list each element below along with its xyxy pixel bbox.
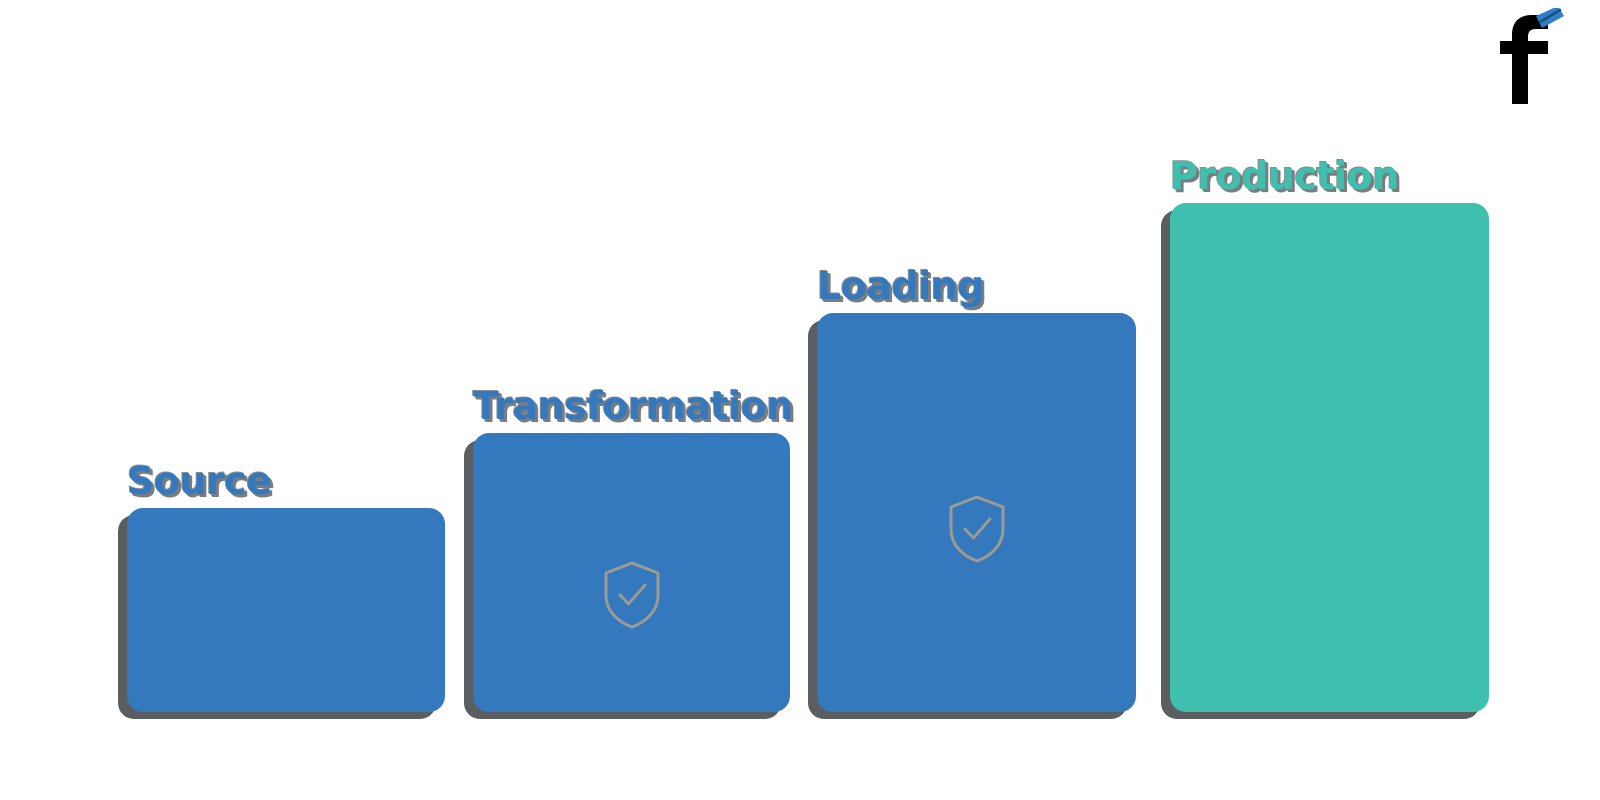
stage-bar-source[interactable]: [127, 508, 445, 712]
pipeline-stage-production[interactable]: Production: [1170, 156, 1489, 712]
stage-bar-production[interactable]: [1170, 203, 1489, 712]
stage-label-transformation: Transformation: [473, 384, 793, 429]
pipeline-stage-transformation[interactable]: Transformation: [473, 386, 793, 712]
f-quill-glyph-icon: [1478, 8, 1568, 108]
pipeline-stage-loading[interactable]: Loading: [817, 266, 1136, 712]
shield-check-icon: [600, 559, 664, 631]
pipeline-stage-source[interactable]: Source: [127, 461, 445, 712]
stage-label-loading: Loading: [817, 264, 984, 309]
stage-label-production: Production: [1170, 154, 1399, 199]
stage-label-source: Source: [127, 459, 272, 504]
shield-check-icon: [945, 493, 1009, 565]
stage-bar-transformation[interactable]: [473, 433, 790, 712]
stage-bar-loading[interactable]: [817, 313, 1136, 712]
